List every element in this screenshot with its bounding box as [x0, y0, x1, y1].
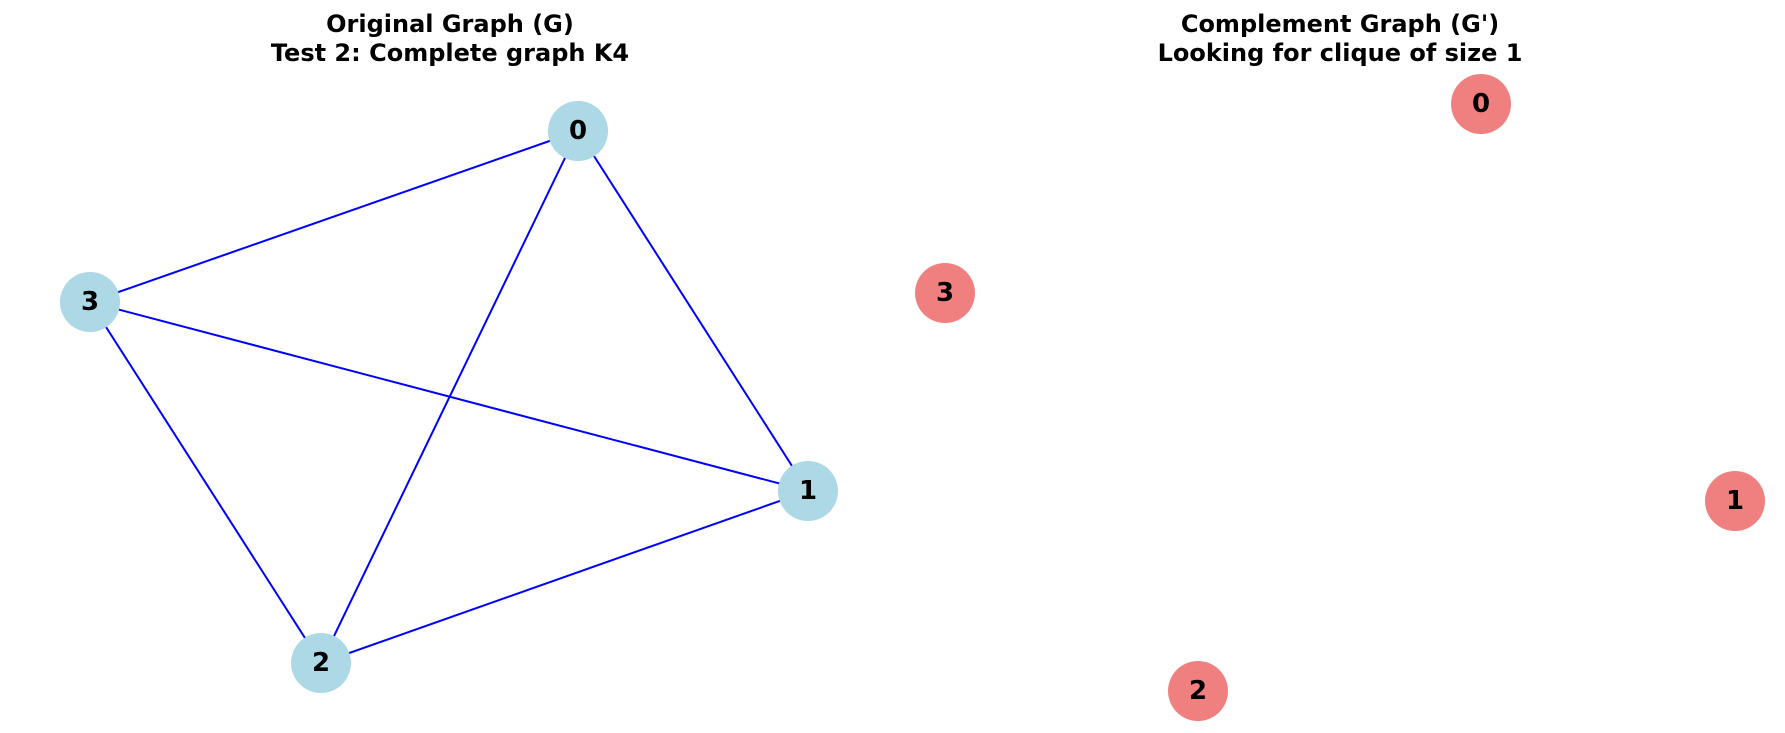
original-edge-0-3 [89, 130, 579, 303]
original-edge-0-1 [577, 130, 809, 492]
complement-node-label-0: 0 [1472, 89, 1490, 119]
complement-graph-title-line2: Looking for clique of size 1 [1157, 39, 1523, 67]
original-node-label-3: 3 [81, 287, 99, 317]
complement-node-circle-0 [1451, 74, 1511, 134]
original-graph-nodes: 0 1 2 3 [60, 101, 838, 693]
complement-node-3: 3 [915, 263, 975, 323]
complement-graph-title-line1: Complement Graph (G') [1180, 10, 1500, 38]
complement-node-2: 2 [1168, 661, 1228, 721]
complement-node-circle-1 [1705, 471, 1765, 531]
original-node-label-1: 1 [799, 476, 817, 506]
original-edge-1-2 [320, 490, 809, 664]
original-edge-1-3 [89, 301, 809, 492]
original-edge-2-3 [89, 301, 322, 664]
original-graph-title: Original Graph (G) Test 2: Complete grap… [100, 10, 800, 68]
original-node-circle-1 [778, 461, 838, 521]
complement-node-1: 1 [1705, 471, 1765, 531]
original-node-circle-3 [60, 272, 120, 332]
complement-node-label-1: 1 [1726, 486, 1744, 516]
original-node-label-0: 0 [569, 116, 587, 146]
original-node-label-2: 2 [312, 648, 330, 678]
original-node-circle-0 [548, 101, 608, 161]
original-node-3: 3 [60, 272, 120, 332]
complement-node-circle-2 [1168, 661, 1228, 721]
complement-node-0: 0 [1451, 74, 1511, 134]
original-node-1: 1 [778, 461, 838, 521]
original-graph-edges [89, 130, 809, 664]
complement-node-circle-3 [915, 263, 975, 323]
original-node-0: 0 [548, 101, 608, 161]
complement-node-label-3: 3 [936, 278, 954, 308]
complement-node-label-2: 2 [1189, 676, 1207, 706]
complement-graph-nodes: 0 1 2 3 [915, 74, 1765, 721]
original-node-circle-2 [291, 633, 351, 693]
original-graph-title-line1: Original Graph (G) [326, 10, 574, 38]
complement-graph-title: Complement Graph (G') Looking for clique… [990, 10, 1690, 68]
original-node-2: 2 [291, 633, 351, 693]
original-graph-title-line2: Test 2: Complete graph K4 [270, 39, 630, 67]
